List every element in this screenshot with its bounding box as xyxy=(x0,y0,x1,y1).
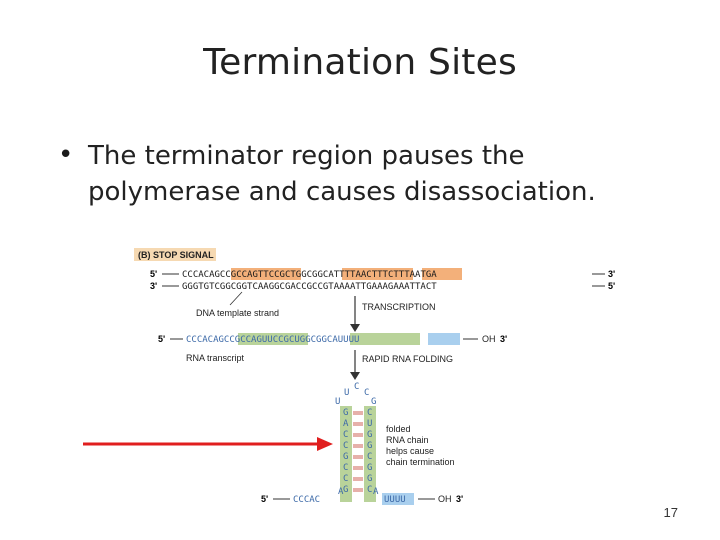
rna-3prime: 3' xyxy=(500,334,507,344)
rna-highlight-1 xyxy=(238,333,308,345)
base-pair-bonds xyxy=(353,411,363,492)
svg-text:G: G xyxy=(343,485,348,495)
dna-top-highlight-2 xyxy=(342,268,413,280)
dna-bottom-strand: GGGTGTCGGCGGTCAAGGCGACCGCCGTAAAATTGAAAGA… xyxy=(182,282,437,292)
folded-chain-note: folded RNA chain helps cause chain termi… xyxy=(386,424,455,467)
svg-text:chain termination: chain termination xyxy=(386,457,455,467)
svg-text:G: G xyxy=(343,452,348,462)
panel-label: (B) STOP SIGNAL xyxy=(138,250,214,260)
svg-text:C: C xyxy=(343,474,348,484)
hairpin-left-stem: G A C C G C C G xyxy=(343,408,349,495)
svg-text:C: C xyxy=(367,452,372,462)
dna-top-highlight-1 xyxy=(231,268,301,280)
rapid-folding-label: RAPID RNA FOLDING xyxy=(362,354,453,364)
hairpin-right-stem-bg xyxy=(364,406,376,502)
svg-text:U: U xyxy=(344,388,349,398)
bullet-item: • The terminator region pauses the polym… xyxy=(58,138,678,210)
dna-top-strand: CCCACAGCCGCCAGTTCCGCTGGCGGCATTTTAACTTTCT… xyxy=(182,270,437,280)
hairpin-u-tail: UUUU xyxy=(384,495,406,505)
svg-text:G: G xyxy=(343,408,348,418)
red-pointer-arrow xyxy=(83,437,333,451)
svg-text:G: G xyxy=(367,474,372,484)
dna-top-highlight-3 xyxy=(422,268,462,280)
rna-transcript-label: RNA transcript xyxy=(186,353,245,363)
hairpin-u-highlight xyxy=(382,493,414,505)
svg-text:C: C xyxy=(367,485,372,495)
hairpin-loop: U U C C G xyxy=(335,382,376,407)
svg-text:C: C xyxy=(343,430,348,440)
transcription-label: TRANSCRIPTION xyxy=(362,302,436,312)
dna-bottom-3prime: 3' xyxy=(150,281,157,291)
svg-text:C: C xyxy=(343,463,348,473)
hairpin-5prime: 5' xyxy=(261,494,268,504)
hairpin-bottom-left-strand: CCCAC xyxy=(293,495,320,505)
bullet-text: The terminator region pauses the polymer… xyxy=(88,141,596,207)
svg-text:C: C xyxy=(364,388,369,398)
svg-text:U: U xyxy=(335,397,340,407)
dna-template-label: DNA template strand xyxy=(196,308,279,318)
transcription-termination-diagram: (B) STOP SIGNAL 5' CCCACAGCCGCCAGTTCCGCT… xyxy=(134,248,615,505)
svg-text:U: U xyxy=(367,419,372,429)
svg-text:RNA chain: RNA chain xyxy=(386,435,429,445)
dna-top-5prime: 5' xyxy=(150,269,157,279)
slide-title: Termination Sites xyxy=(203,42,517,83)
svg-text:C: C xyxy=(354,382,359,392)
svg-text:G: G xyxy=(367,441,372,451)
svg-text:C: C xyxy=(367,408,372,418)
svg-text:G: G xyxy=(367,430,372,440)
svg-text:G: G xyxy=(367,463,372,473)
bullet-dot: • xyxy=(58,140,74,170)
svg-text:G: G xyxy=(371,397,376,407)
svg-text:helps cause: helps cause xyxy=(386,446,434,456)
page-number: 17 xyxy=(663,505,678,520)
hairpin-3prime: 3' xyxy=(456,494,463,504)
rna-highlight-2 xyxy=(350,333,420,345)
dna-bottom-5prime: 5' xyxy=(608,281,615,291)
hairpin-a-left: A xyxy=(338,487,344,497)
hairpin-a-right: A xyxy=(373,487,379,497)
hairpin-oh-label: OH xyxy=(438,494,452,504)
svg-text:A: A xyxy=(343,419,349,429)
rna-5prime: 5' xyxy=(158,334,165,344)
hairpin-left-stem-bg xyxy=(340,406,352,502)
svg-text:C: C xyxy=(343,441,348,451)
dna-top-3prime: 3' xyxy=(608,269,615,279)
rna-highlight-3 xyxy=(428,333,460,345)
svg-text:folded: folded xyxy=(386,424,411,434)
rna-oh-label: OH xyxy=(482,334,496,344)
hairpin-right-stem: C U G G C G G C xyxy=(367,408,372,495)
rna-transcript-strand: CCCACAGCCGCCAGUUCCGCUGGCGGCAUUUU xyxy=(186,335,359,345)
